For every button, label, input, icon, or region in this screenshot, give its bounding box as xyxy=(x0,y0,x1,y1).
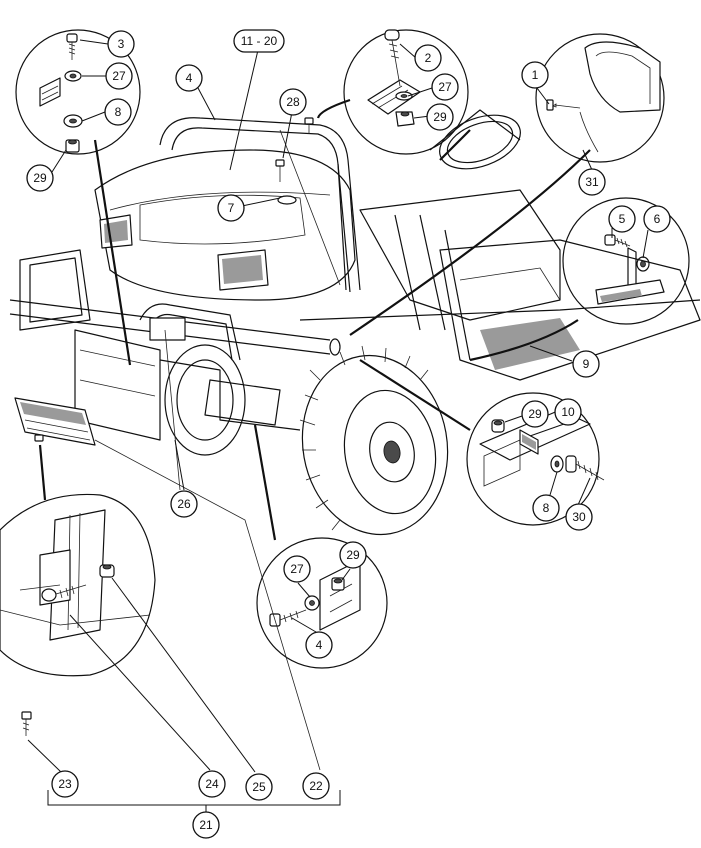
callout-10: 10 xyxy=(554,398,582,426)
screw-28 xyxy=(275,117,314,182)
callout-29-top-middle: 29 xyxy=(426,103,454,131)
callout-6: 6 xyxy=(643,205,671,233)
svg-text:27: 27 xyxy=(112,69,126,83)
svg-text:5: 5 xyxy=(619,212,626,226)
bumper-end-cap xyxy=(14,397,96,446)
svg-text:27: 27 xyxy=(438,80,452,94)
svg-text:23: 23 xyxy=(58,777,72,791)
callout-22: 22 xyxy=(302,772,330,800)
view-connectors xyxy=(38,98,591,771)
svg-text:21: 21 xyxy=(199,818,213,832)
svg-text:8: 8 xyxy=(115,105,122,119)
callout-29-bottom: 29 xyxy=(339,541,367,569)
svg-text:1: 1 xyxy=(532,68,539,82)
svg-text:22: 22 xyxy=(309,779,323,793)
svg-text:28: 28 xyxy=(286,95,300,109)
callout-1: 1 xyxy=(521,61,549,89)
svg-text:29: 29 xyxy=(33,171,47,185)
svg-text:26: 26 xyxy=(177,497,191,511)
callout-25: 25 xyxy=(245,773,273,801)
svg-text:8: 8 xyxy=(543,501,550,515)
callout-9: 9 xyxy=(572,350,600,378)
callout-2: 2 xyxy=(414,44,442,72)
callout-4-roll-bar: 4 xyxy=(175,64,203,92)
washer-7 xyxy=(277,195,297,205)
vehicle-front-assembly xyxy=(9,109,701,536)
callout-3: 3 xyxy=(107,30,135,58)
callout-29-right: 29 xyxy=(521,400,549,428)
callout-8-top-left: 8 xyxy=(104,98,132,126)
callout-31: 31 xyxy=(578,168,606,196)
detail-view-cowl-screw xyxy=(535,33,665,163)
callout-26: 26 xyxy=(170,490,198,518)
svg-text:24: 24 xyxy=(205,777,219,791)
callout-27-top-left: 27 xyxy=(105,62,133,90)
svg-text:7: 7 xyxy=(228,201,235,215)
svg-text:31: 31 xyxy=(585,175,599,189)
callout-28: 28 xyxy=(279,88,307,116)
callout-21: 21 xyxy=(192,811,220,839)
svg-text:4: 4 xyxy=(186,71,193,85)
svg-text:6: 6 xyxy=(654,212,661,226)
svg-text:9: 9 xyxy=(583,357,590,371)
screw-23 xyxy=(21,711,32,736)
callout-4-bottom: 4 xyxy=(305,631,333,659)
svg-text:25: 25 xyxy=(252,780,266,794)
callout-7: 7 xyxy=(217,194,245,222)
callout-27-top-middle: 27 xyxy=(431,73,459,101)
callout-29-top-left: 29 xyxy=(26,164,54,192)
svg-text:10: 10 xyxy=(561,405,575,419)
callout-11-20: 11 - 20 xyxy=(233,29,285,53)
callout-23: 23 xyxy=(51,770,79,798)
callout-27-bottom: 27 xyxy=(283,555,311,583)
front-tire xyxy=(299,345,449,536)
svg-text:30: 30 xyxy=(572,510,586,524)
callout-30: 30 xyxy=(565,503,593,531)
callout-24: 24 xyxy=(198,770,226,798)
callout-5: 5 xyxy=(608,205,636,233)
svg-text:29: 29 xyxy=(433,110,447,124)
svg-text:11 - 20: 11 - 20 xyxy=(241,34,278,48)
svg-text:3: 3 xyxy=(118,37,125,51)
callout-8-right: 8 xyxy=(532,494,560,522)
detail-view-front-bumper-mount xyxy=(15,29,141,155)
svg-text:2: 2 xyxy=(425,51,432,65)
callouts: 3 27 8 29 4 11 - 20 28 7 2 27 29 1 31 5 … xyxy=(26,29,671,839)
svg-text:29: 29 xyxy=(346,548,360,562)
detail-view-rear-bumper-bolt xyxy=(466,392,605,526)
svg-text:29: 29 xyxy=(528,407,542,421)
svg-text:4: 4 xyxy=(316,638,323,652)
detail-view-bumper-end-cap xyxy=(0,493,156,677)
svg-text:27: 27 xyxy=(290,562,304,576)
